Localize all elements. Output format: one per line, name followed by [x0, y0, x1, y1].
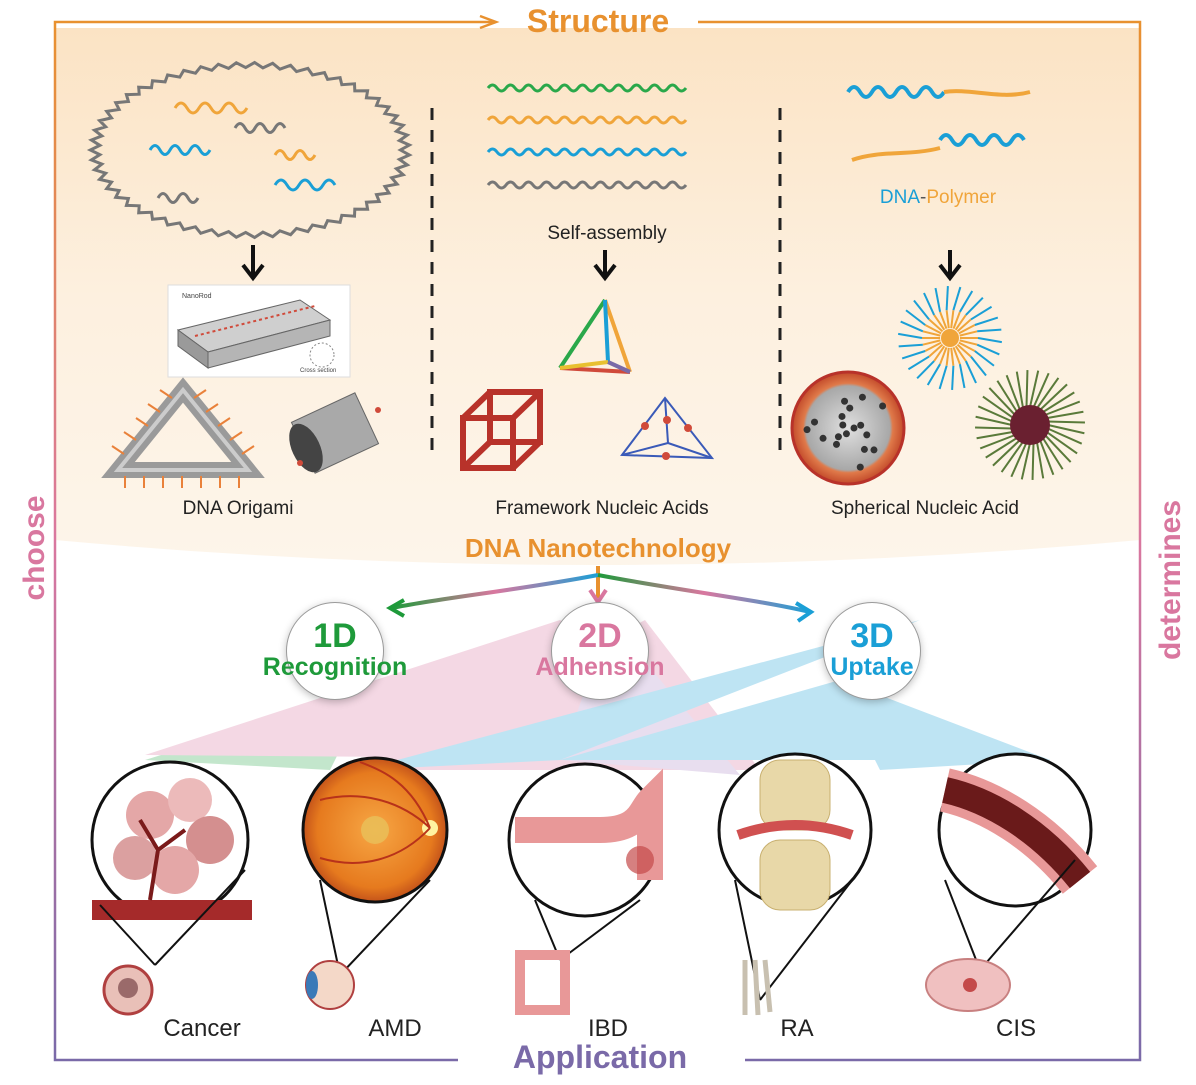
- column-title-spherical: Spherical Nucleic Acid: [831, 498, 1019, 519]
- arrow-head-1d-icon: [385, 598, 405, 618]
- application-ra: [717, 752, 873, 1016]
- dna-strand-icon: [486, 115, 688, 125]
- application-cancer: [90, 760, 252, 1016]
- dna-polymer-label: DNA-Polymer: [880, 187, 997, 208]
- projection-beams: [145, 620, 1050, 775]
- polymer-strand-icon: [851, 146, 941, 162]
- self-assembly-label: Self-assembly: [547, 223, 667, 244]
- nanorod-icon: [176, 299, 332, 369]
- dna-cage-icon: [620, 396, 715, 460]
- tumor-tissue-icon: [92, 778, 252, 920]
- origami-triangle-icon: [101, 377, 265, 488]
- app-label-cis: CIS: [996, 1015, 1036, 1042]
- staple-strand-icon: [233, 122, 287, 134]
- dimension-property-1d: Recognition: [262, 653, 408, 681]
- colon-icon: [515, 950, 570, 1015]
- structure-labels: DNA Origami Framework Nucleic Acids Sphe…: [182, 187, 1019, 519]
- dna-cube-icon: [460, 389, 543, 471]
- joint-bone-icon: [759, 759, 831, 831]
- dna-nanotechnology-title: DNA Nanotechnology: [465, 533, 732, 563]
- column-title-framework: Framework Nucleic Acids: [495, 498, 708, 519]
- foot-bones-icon: [742, 959, 773, 1016]
- dna-strand-icon: [486, 180, 688, 190]
- app-label-ibd: IBD: [588, 1015, 628, 1042]
- dimension-bubble-1d: 1D Recognition: [263, 602, 407, 700]
- application-labels: Cancer AMD IBD RA CIS: [163, 1015, 1036, 1042]
- spherical-nucleic-acid-illustration: [790, 85, 1085, 486]
- cross-section-icon: [309, 342, 335, 368]
- dimension-label-2d: 2D: [578, 617, 622, 655]
- micelle-icon: [897, 285, 1003, 391]
- down-arrow-icon: [241, 245, 265, 282]
- choose-label: choose: [18, 495, 51, 600]
- nanorod-label: NanoRod: [182, 293, 212, 300]
- application-ibd: [507, 762, 663, 1015]
- dimension-property-3d: Uptake: [830, 653, 914, 681]
- dimension-label-1d: 1D: [313, 617, 357, 655]
- application-amd: [301, 756, 449, 1010]
- sna-brush-icon: [975, 370, 1085, 480]
- origami-tube-icon: [289, 392, 381, 474]
- frame-arrow-icon: [479, 14, 500, 30]
- determines-label: determines: [1154, 500, 1187, 660]
- down-arrow-icon: [593, 250, 617, 282]
- staple-strand-icon: [148, 144, 212, 156]
- column-separators: [430, 108, 782, 455]
- dna-origami-illustration: [86, 60, 413, 488]
- staple-strand-icon: [273, 149, 317, 161]
- app-label-amd: AMD: [368, 1015, 421, 1042]
- down-arrow-icon: [938, 250, 962, 282]
- outer-frame: [53, 14, 1142, 1062]
- intestine-icon: [515, 768, 663, 880]
- dimension-bubble-3d: 3D Uptake: [823, 602, 921, 700]
- staple-strand-icon: [156, 192, 200, 204]
- staple-strand-icon: [273, 178, 337, 192]
- tetrahedron-icon: [558, 298, 632, 374]
- application-title: Application: [513, 1039, 687, 1075]
- dimension-property-2d: Adhension: [535, 653, 665, 681]
- dimension-label-3d: 3D: [850, 617, 894, 655]
- dna-strand-icon: [486, 83, 688, 93]
- structure-title: Structure: [527, 3, 669, 39]
- framework-nucleic-acids-illustration: [460, 83, 715, 471]
- dna-strand-icon: [486, 147, 688, 157]
- column-title-origami: DNA Origami: [183, 498, 294, 519]
- sna-core-icon: [790, 370, 906, 486]
- scaffold-strand-icon: [86, 60, 413, 240]
- cross-section-label: Cross section: [300, 368, 336, 374]
- staple-strand-icon: [173, 101, 249, 115]
- app-label-cancer: Cancer: [163, 1015, 240, 1042]
- dna-strand-icon: [938, 133, 1026, 147]
- polymer-strand-icon: [943, 89, 1031, 97]
- dna-strand-icon: [846, 85, 946, 99]
- app-label-ra: RA: [780, 1015, 813, 1042]
- branch-arrows: [385, 566, 815, 623]
- dimension-bubble-2d: 2D Adhension: [535, 602, 665, 700]
- arrow-head-3d-icon: [794, 601, 815, 623]
- application-cis: [925, 752, 1098, 1012]
